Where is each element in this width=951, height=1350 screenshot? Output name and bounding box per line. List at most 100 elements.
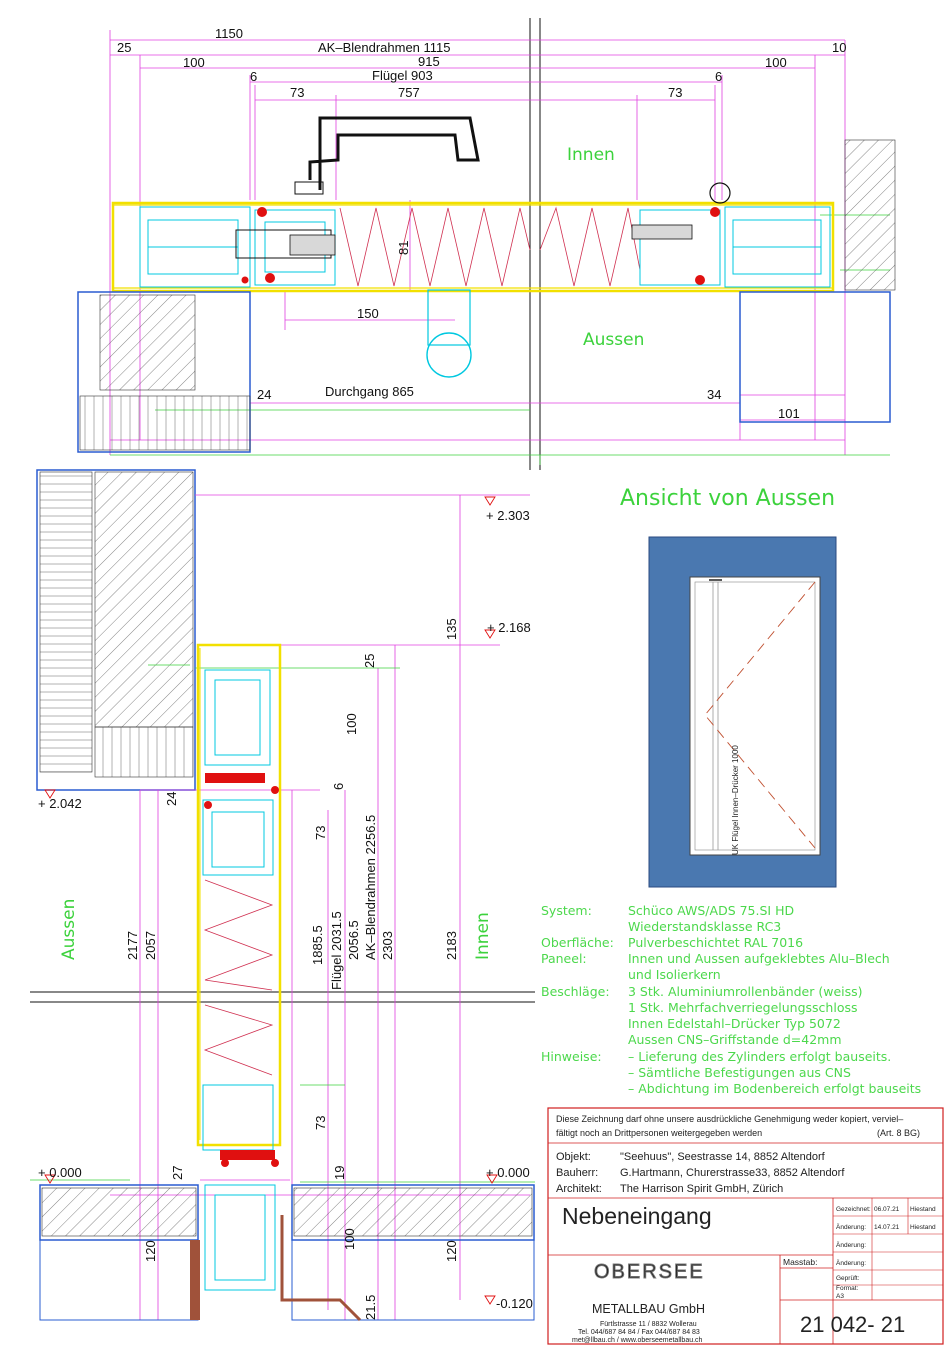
dim-100-top: 100 <box>344 713 359 735</box>
change3-key: Änderung: <box>836 1259 866 1267</box>
dim-right-6: 6 <box>715 69 722 84</box>
dim-frame-width: AK–Blendrahmen 1115 <box>318 40 451 55</box>
dim-left-73: 73 <box>290 85 304 100</box>
spec-value: 1 Stk. Mehrfachverriegelungsschloss <box>628 1000 858 1015</box>
dim-left-6: 6 <box>250 69 257 84</box>
dim-19: 19 <box>332 1166 347 1180</box>
spec-value: Innen und Aussen aufgeklebtes Alu–Blech <box>628 951 890 966</box>
dim-2056: 2056.5 <box>346 920 361 960</box>
change-key: Änderung: <box>836 1223 866 1231</box>
elevation-title: Ansicht von Aussen <box>620 486 835 511</box>
dim-overall-1150: 1150 <box>215 26 243 41</box>
spec-key: Oberfläche: <box>541 935 614 950</box>
spec-value: Schüco AWS/ADS 75.SI HD <box>628 903 794 918</box>
notice-line-1: Diese Zeichnung darf ohne unsere ausdrüc… <box>556 1114 903 1124</box>
spec-value: Innen Edelstahl–Drücker Typ 5072 <box>628 1016 841 1031</box>
architect-value: The Harrison Spirit GmbH, Zürich <box>620 1183 783 1195</box>
dim-73-bottom: 73 <box>313 1116 328 1130</box>
dim-mid-757: 757 <box>398 85 420 100</box>
dim-34: 34 <box>707 387 721 402</box>
company-name-1: OBERSEE <box>594 1261 705 1283</box>
drawn-by: Hiestand <box>910 1206 936 1213</box>
dim-150: 150 <box>357 306 379 321</box>
spec-key: Paneel: <box>541 951 587 966</box>
dim-clear-915: 915 <box>418 54 440 69</box>
drawn-key: Gezeichnet: <box>836 1206 871 1213</box>
dim-24: 24 <box>257 387 271 402</box>
title-block <box>547 1107 944 1345</box>
dim-21-5: 21.5 <box>363 1295 378 1320</box>
client-value: G.Hartmann, Churerstrasse33, 8852 Altend… <box>620 1167 845 1179</box>
dim-sash-903: Flügel 903 <box>372 68 433 83</box>
company-address: Fürtlstrasse 11 / 8832 Wollerau <box>600 1321 697 1328</box>
dim-81: 81 <box>396 241 411 255</box>
spec-key: Beschläge: <box>541 984 610 999</box>
level-bottom: -0.120 <box>496 1296 533 1311</box>
notice-ref: (Art. 8 BG) <box>877 1128 920 1138</box>
checked-key: Geprüft: <box>836 1275 860 1282</box>
client-key: Bauherr: <box>556 1167 598 1179</box>
scale-key: Masstab: <box>783 1257 818 1267</box>
company-phone: Tel. 044/687 84 84 / Fax 044/687 84 83 <box>578 1329 700 1336</box>
format-key: Format: <box>836 1285 859 1292</box>
dim-6-section: 6 <box>331 783 346 790</box>
spec-value: Pulverbeschichtet RAL 7016 <box>628 935 803 950</box>
spec-value: Wiederstandsklasse RC3 <box>628 919 781 934</box>
spec-value: und Isolierkern <box>628 967 721 982</box>
dim-24-section: 24 <box>164 792 179 806</box>
dim-2183: 2183 <box>444 931 459 960</box>
object-key: Objekt: <box>556 1151 591 1163</box>
spec-value: – Abdichtung im Bodenbereich erfolgt bau… <box>628 1081 921 1096</box>
dim-120-right: 120 <box>444 1240 459 1262</box>
spec-key: Hinweise: <box>541 1049 602 1064</box>
dim-sash-2031: Flügel 2031.5 <box>329 911 344 990</box>
dim-right-73: 73 <box>668 85 682 100</box>
plan-label-outside: Aussen <box>583 330 644 350</box>
plan-label-inside: Innen <box>567 145 615 165</box>
level-2168: + 2.168 <box>487 620 531 635</box>
change2-key: Änderung: <box>836 1241 866 1249</box>
spec-value: – Sämtliche Befestigungen aus CNS <box>628 1065 851 1080</box>
dim-2057: 2057 <box>143 931 158 960</box>
dim-2303: 2303 <box>380 931 395 960</box>
dim-25: 25 <box>362 654 377 668</box>
dim-right-10: 10 <box>832 40 846 55</box>
level-zero-right: + 0.000 <box>486 1165 530 1180</box>
dim-right-100: 100 <box>765 55 787 70</box>
change-by: Hiestand <box>910 1224 936 1231</box>
drawing-title: Nebeneingang <box>562 1203 712 1229</box>
notice-line-2: fältigt noch an Drittpersonen weitergege… <box>556 1128 762 1138</box>
elevation-view <box>648 536 837 888</box>
plan-view <box>77 18 896 470</box>
spec-key: System: <box>541 903 592 918</box>
drawn-date: 06.07.21 <box>874 1206 900 1213</box>
section-label-outside: Aussen <box>59 899 79 960</box>
architect-key: Architekt: <box>556 1183 602 1195</box>
dim-frame-2256: AK–Blendrahmen 2256.5 <box>363 815 378 960</box>
dim-2177: 2177 <box>125 931 140 960</box>
spec-list: System: Schüco AWS/ADS 75.SI HD Wiederst… <box>541 903 921 1096</box>
spec-value: – Lieferung des Zylinders erfolgt bausei… <box>628 1049 891 1064</box>
format-value: A3 <box>836 1293 844 1300</box>
change-date: 14.07.21 <box>874 1224 900 1231</box>
dim-100-bottom: 100 <box>342 1228 357 1250</box>
level-top: + 2.303 <box>486 508 530 523</box>
dim-101: 101 <box>778 406 800 421</box>
company-name-2: METALLBAU GmbH <box>592 1302 705 1316</box>
dim-73-top: 73 <box>313 826 328 840</box>
dim-135: 135 <box>444 618 459 640</box>
level-2042: + 2.042 <box>38 796 82 811</box>
dim-left-25: 25 <box>117 40 131 55</box>
spec-value: Aussen CNS–Griffstande d=42mm <box>628 1032 842 1047</box>
dim-passage-865: Durchgang 865 <box>325 384 414 399</box>
spec-value: 3 Stk. Aluminiumrollenbänder (weiss) <box>628 984 863 999</box>
section-view <box>30 469 535 1322</box>
elevation-handle-label: UK Flügel Innen–Drücker 1000 <box>731 745 740 855</box>
dim-left-100: 100 <box>183 55 205 70</box>
dim-1885: 1885.5 <box>310 925 325 965</box>
company-web: met@llbau.ch / www.oberseemetallbau.ch <box>572 1337 703 1344</box>
dim-120-left: 120 <box>143 1240 158 1262</box>
level-zero-left: + 0.000 <box>38 1165 82 1180</box>
section-label-inside: Innen <box>473 912 493 960</box>
drawing-number: 21 042- 21 <box>800 1312 905 1337</box>
